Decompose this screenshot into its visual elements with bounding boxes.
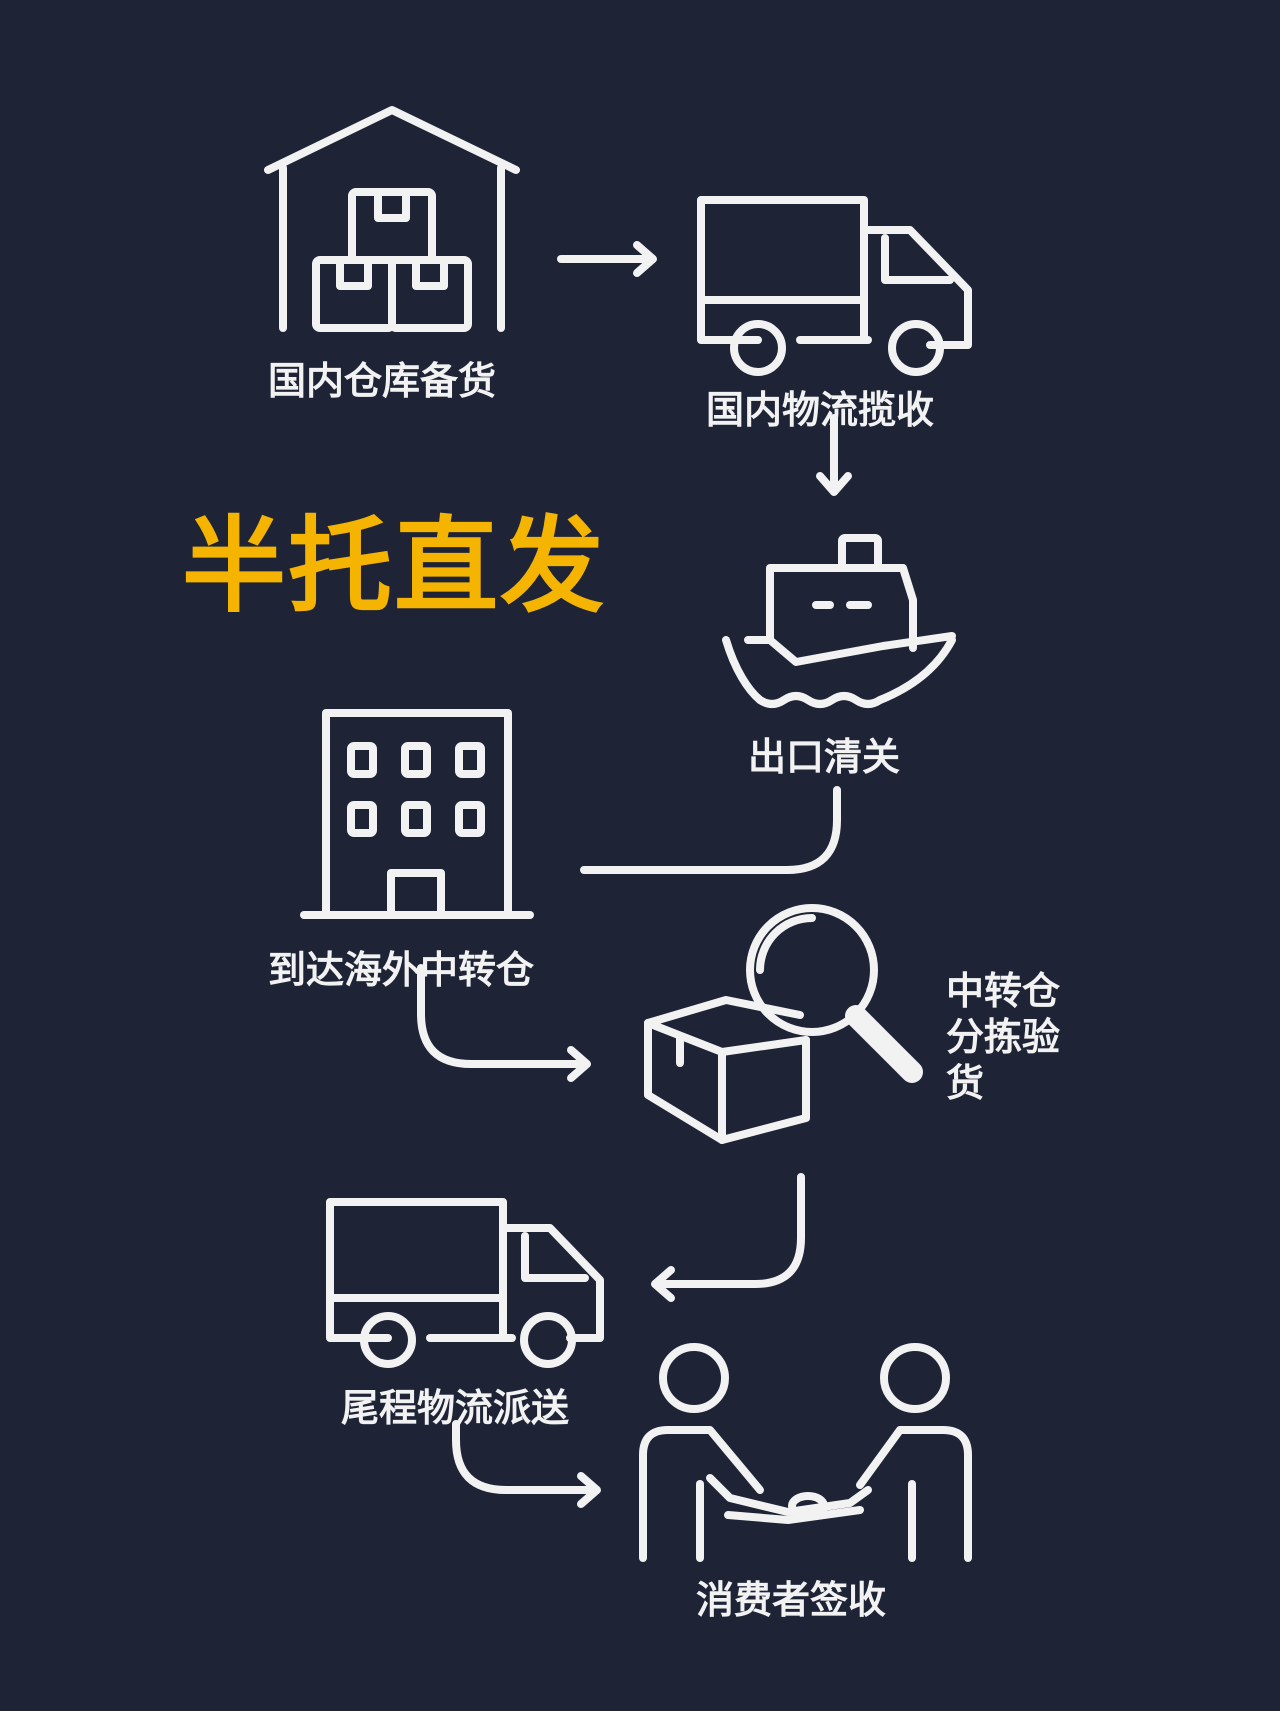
step-label-sorting-line: 中转仓	[946, 969, 1061, 1013]
handshake-icon	[639, 1343, 972, 1562]
flow-arrow	[417, 964, 591, 1082]
flow-arrow	[452, 1420, 601, 1508]
step-label-sorting: 中转仓 分拣验 货	[946, 968, 1060, 1106]
step-label-domestic-pickup: 国内物流揽收	[706, 388, 935, 432]
step-label-warehouse: 国内仓库备货	[268, 359, 497, 403]
step-label-signed: 消费者签收	[696, 1578, 887, 1622]
step-label-arrive-overseas: 到达海外中转仓	[268, 948, 535, 992]
warehouse-icon	[264, 106, 520, 332]
step-label-export-customs: 出口清关	[748, 735, 901, 779]
step-label-last-mile: 尾程物流派送	[341, 1386, 570, 1430]
ship-icon	[722, 534, 956, 708]
truck-icon	[697, 196, 972, 376]
building-icon	[300, 709, 534, 919]
flow-arrow	[816, 414, 852, 496]
step-label-sorting-line: 分拣验	[946, 1015, 1061, 1059]
step-label-sorting-line: 货	[946, 1061, 985, 1105]
page-title: 半托直发	[182, 505, 607, 627]
flow-arrow	[580, 786, 841, 874]
flow-arrow	[557, 241, 657, 277]
package-search-icon	[644, 904, 923, 1144]
flow-arrow	[651, 1173, 805, 1302]
truck-icon	[326, 1198, 604, 1368]
